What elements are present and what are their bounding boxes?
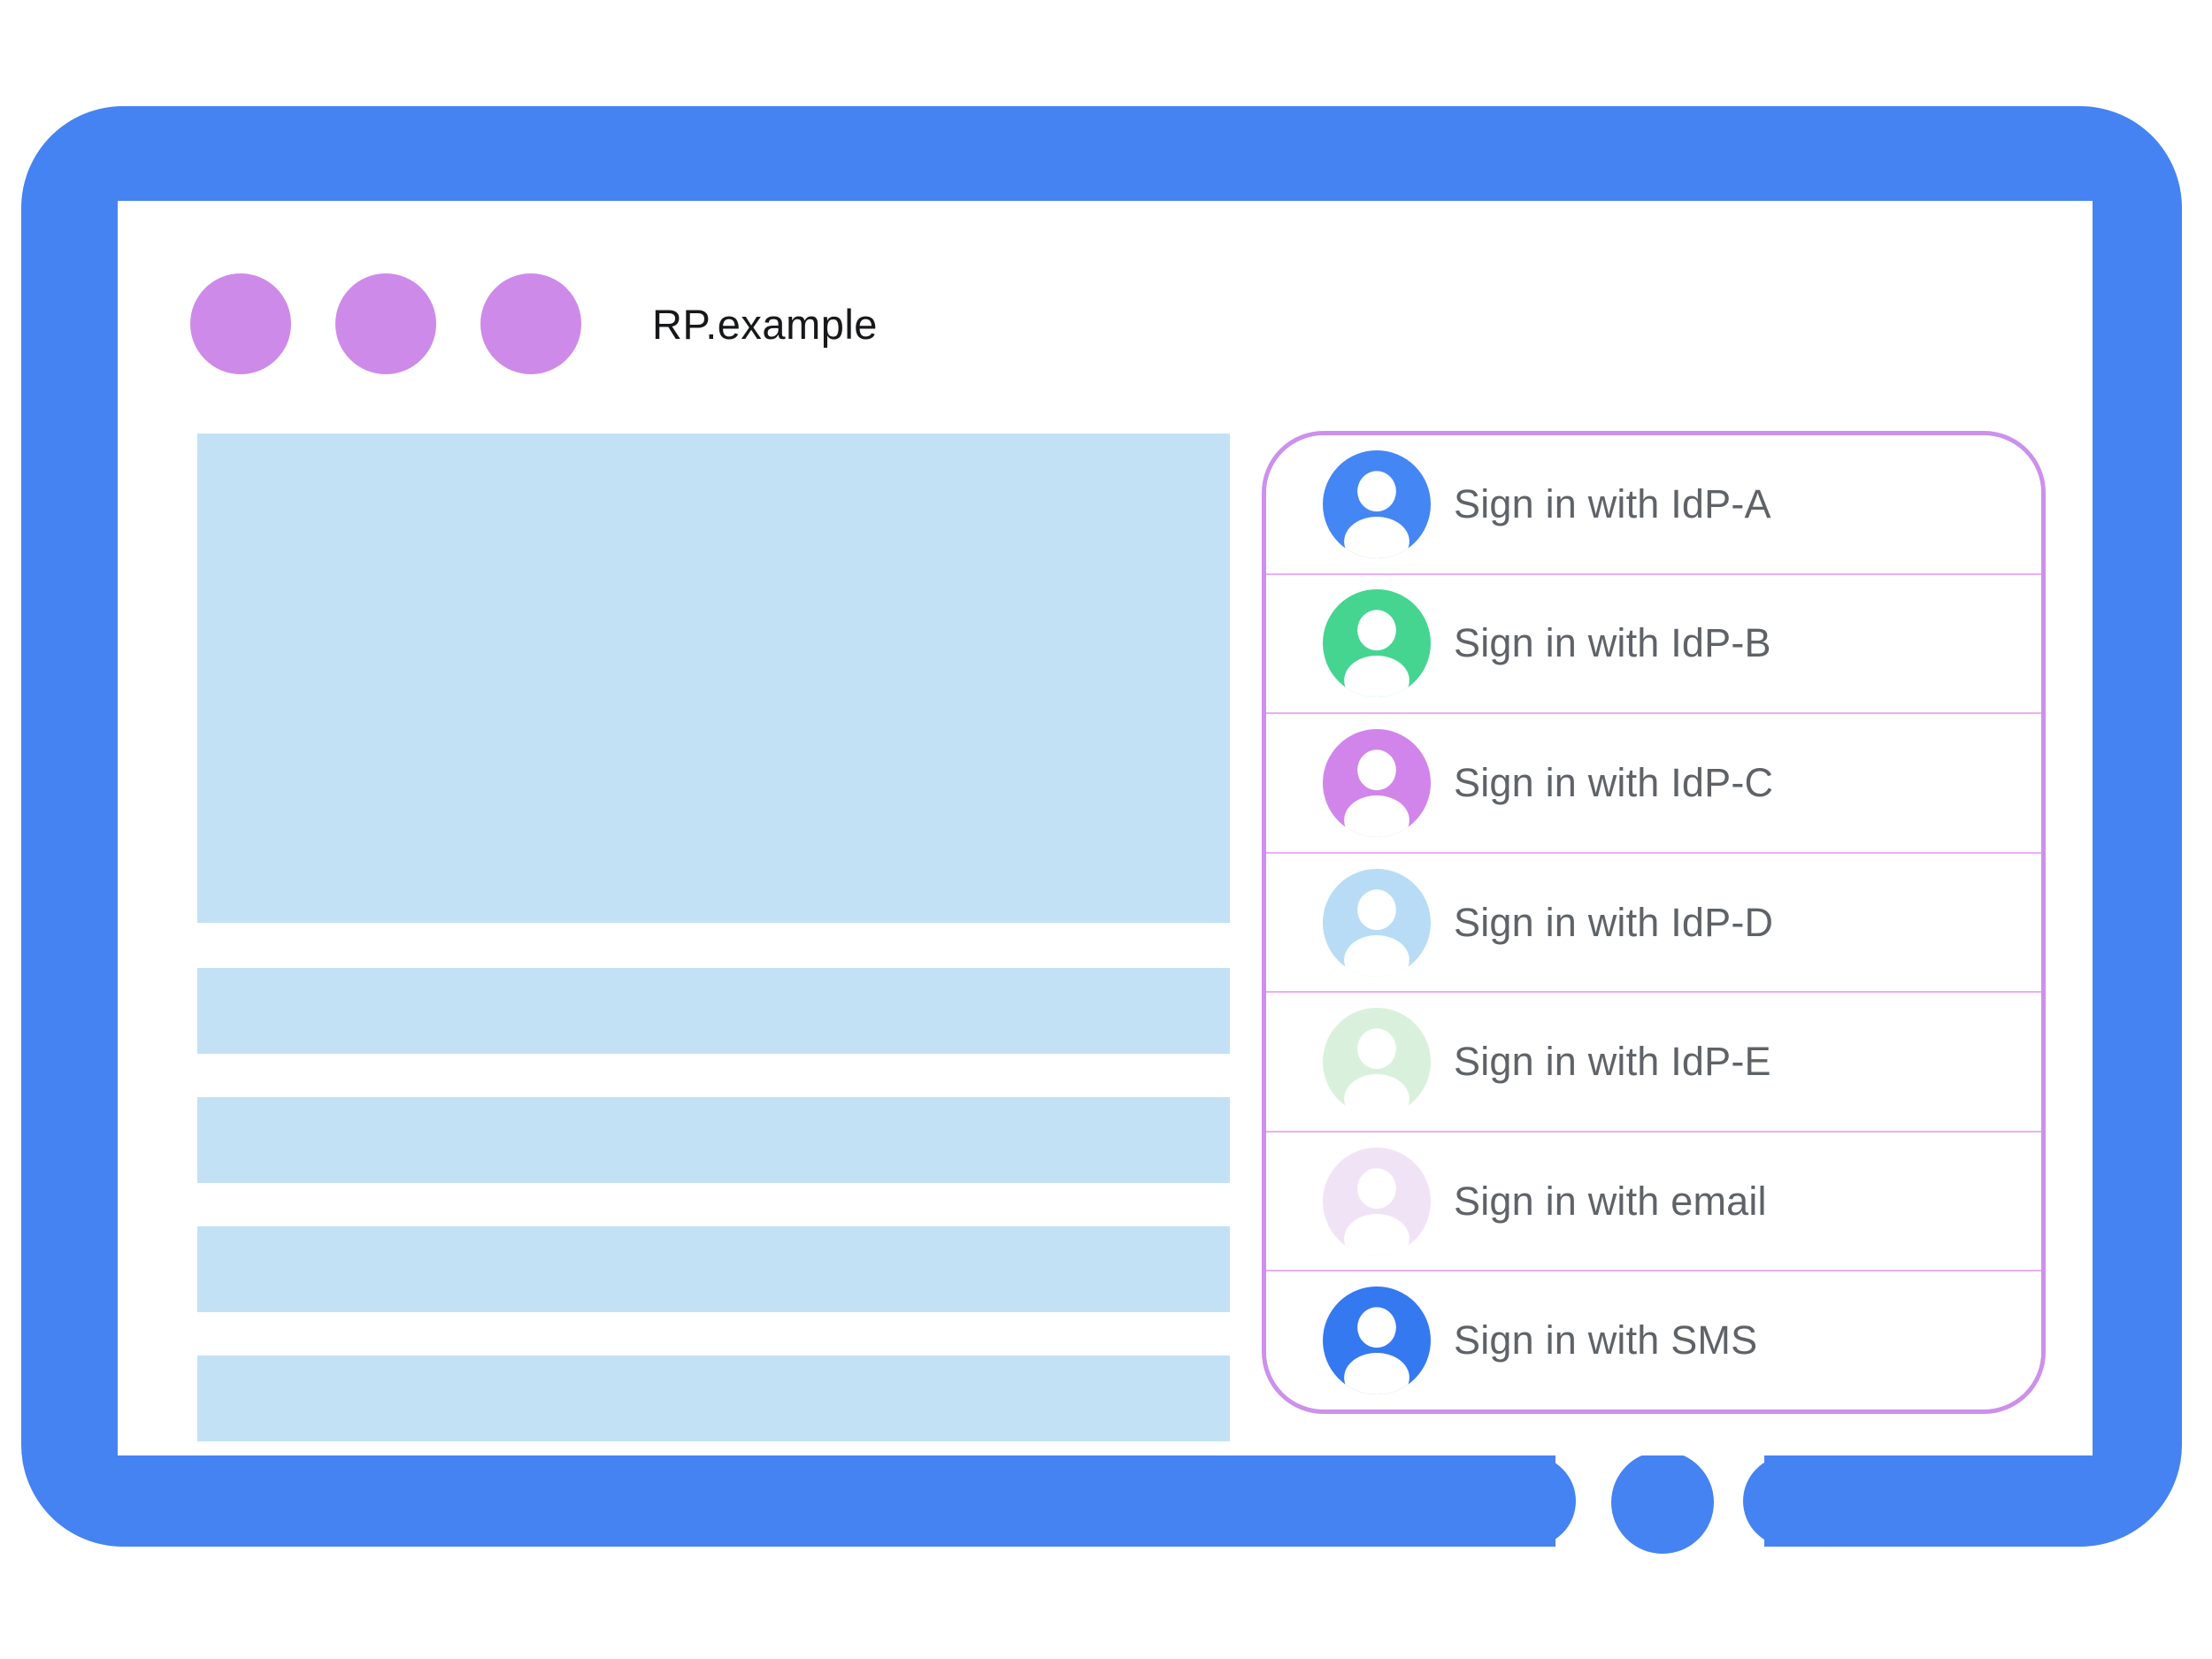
window-dot (190, 273, 291, 374)
bezel-bar-right-cap (1743, 1455, 1876, 1547)
person-avatar-icon (1323, 589, 1431, 698)
bezel-bar-left-cap (1451, 1455, 1576, 1547)
signin-option-idp-d[interactable]: Sign in with IdP-D (1266, 853, 2041, 994)
home-button (1611, 1451, 1714, 1554)
signin-option-label: Sign in with IdP-D (1454, 899, 1774, 945)
signin-panel: Sign in with IdP-A Sign in with IdP-B Sign… (1262, 431, 2046, 1414)
window-dot (335, 273, 436, 374)
content-placeholder-line (197, 1356, 1230, 1441)
signin-option-label: Sign in with IdP-A (1454, 480, 1771, 526)
signin-option-label: Sign in with SMS (1454, 1317, 1758, 1363)
person-avatar-icon (1323, 449, 1431, 558)
person-avatar-icon (1323, 728, 1431, 837)
signin-option-email[interactable]: Sign in with email (1266, 1132, 2041, 1272)
signin-option-idp-b[interactable]: Sign in with IdP-B (1266, 574, 2041, 715)
page-title: RP.example (652, 300, 878, 348)
signin-option-sms[interactable]: Sign in with SMS (1266, 1271, 2041, 1409)
content-placeholder-line (197, 1226, 1230, 1312)
signin-option-idp-e[interactable]: Sign in with IdP-E (1266, 993, 2041, 1133)
content-placeholder-line (197, 968, 1230, 1054)
signin-option-idp-c[interactable]: Sign in with IdP-C (1266, 714, 2041, 854)
signin-option-label: Sign in with email (1454, 1178, 1767, 1224)
person-avatar-icon (1323, 1008, 1431, 1117)
person-avatar-icon (1323, 868, 1431, 977)
window-dot (480, 273, 581, 374)
person-avatar-icon (1323, 1147, 1431, 1256)
content-placeholder-hero (197, 434, 1230, 923)
signin-option-label: Sign in with IdP-C (1454, 759, 1774, 805)
content-placeholder-line (197, 1097, 1230, 1183)
signin-option-label: Sign in with IdP-E (1454, 1039, 1771, 1085)
signin-option-label: Sign in with IdP-B (1454, 620, 1771, 666)
person-avatar-icon (1323, 1286, 1431, 1395)
signin-option-idp-a[interactable]: Sign in with IdP-A (1266, 435, 2041, 575)
